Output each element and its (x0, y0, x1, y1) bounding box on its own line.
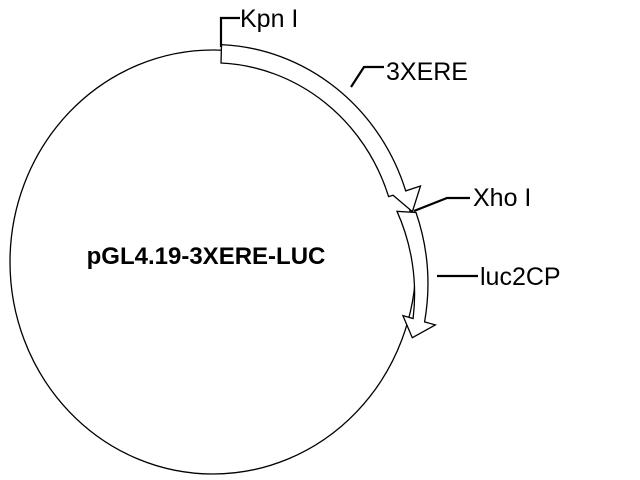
ere-label: 3XERE (386, 58, 468, 86)
xho1-site-marker (413, 196, 470, 213)
ere-leader-line (350, 65, 384, 88)
ere-feature-arrow (220, 43, 422, 213)
xho1-label: Xho I (473, 184, 531, 212)
plasmid-name: pGL4.19-3XERE-LUC (87, 243, 326, 270)
luc-feature-arrow (395, 210, 437, 339)
kpn1-label: Kpn I (240, 5, 298, 33)
luc-label: luc2CP (480, 263, 561, 291)
kpn1-site-marker (219, 16, 240, 47)
